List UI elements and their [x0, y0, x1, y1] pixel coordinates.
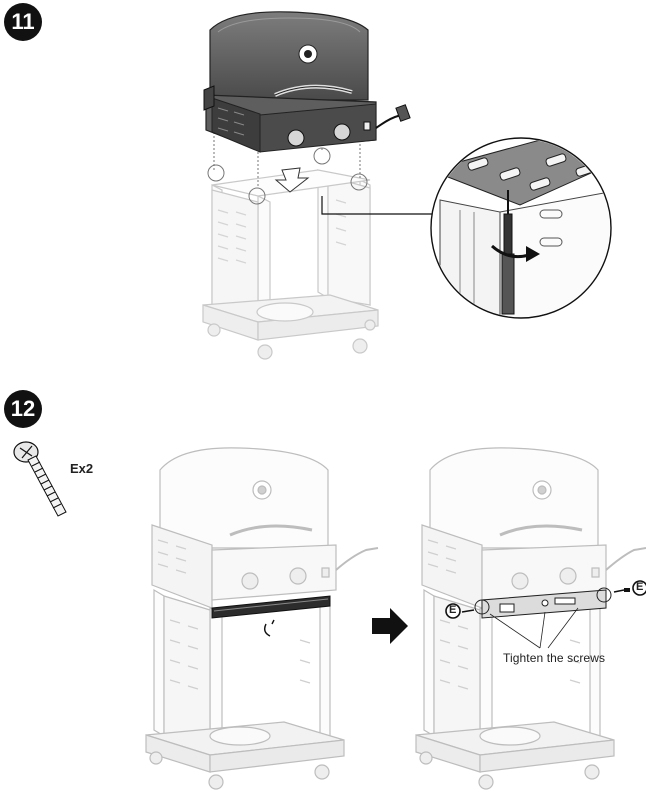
step-11-number: 11: [11, 9, 35, 34]
alignment-circles: [207, 147, 368, 205]
rotate-arrow-icon: [491, 244, 540, 262]
tighten-note: Tighten the screws: [503, 651, 606, 665]
step-12-number: 12: [10, 396, 36, 421]
callout-circles: [445, 580, 646, 619]
step12-grill-right: [415, 447, 646, 790]
step11-cart: [202, 168, 379, 360]
screw-icon: [13, 441, 67, 517]
callout-letter-e-left: E: [449, 604, 457, 616]
rotate-arrow-icon: [263, 619, 275, 637]
step12-bracket-right: [461, 587, 630, 649]
down-arrow: [274, 167, 310, 193]
step11-grill-head: [203, 11, 411, 153]
step-11-badge: 11: [4, 3, 42, 41]
screw-quantity: Ex2: [70, 461, 94, 476]
step-12-badge: 12: [4, 390, 42, 428]
arrow-right-icon: [372, 608, 408, 644]
callout-letter-e-right: E: [636, 581, 644, 593]
step12-grill-left: [145, 447, 379, 790]
step12-bracket-left: [211, 595, 331, 637]
